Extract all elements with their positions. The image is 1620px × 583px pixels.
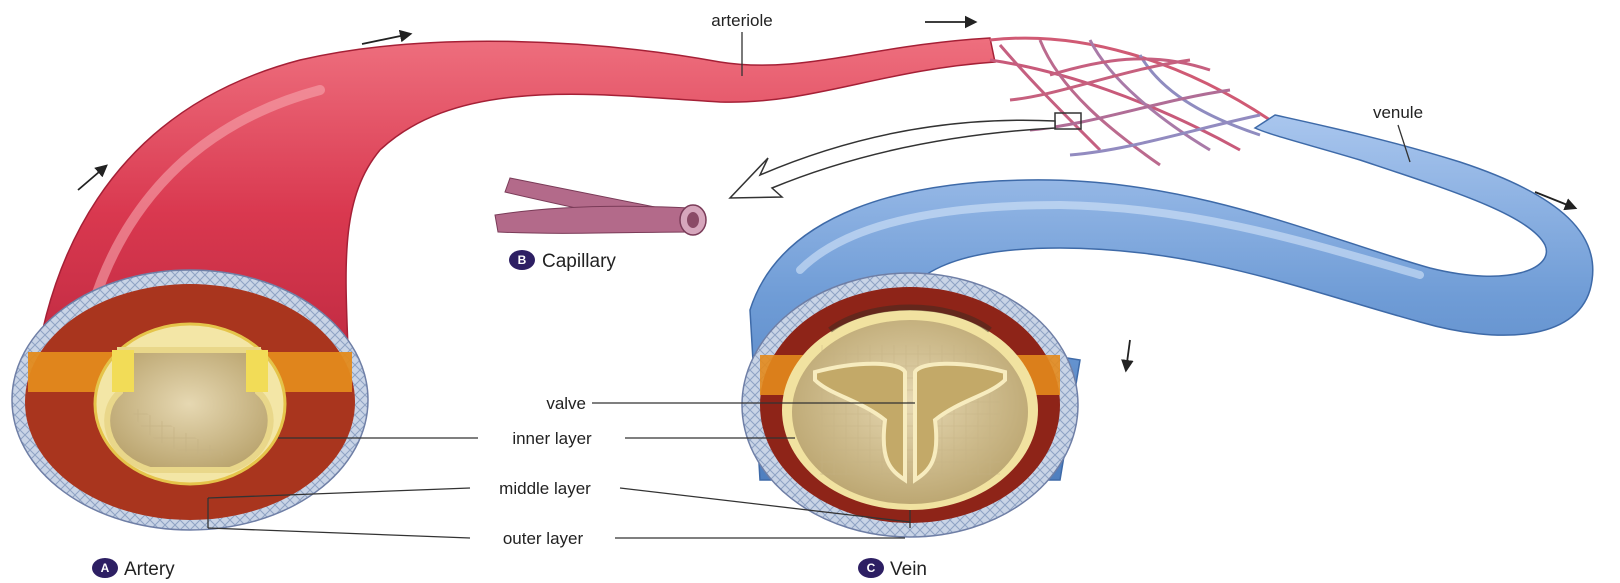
svg-text:B: B	[518, 253, 527, 267]
caption-artery-text: Artery	[124, 559, 175, 580]
label-inner-layer: inner layer	[512, 429, 592, 448]
artery-cross-section	[12, 270, 368, 530]
vein-cross-section	[742, 273, 1078, 537]
flow-arrow-icon	[1126, 340, 1130, 370]
label-valve: valve	[546, 394, 586, 413]
svg-text:C: C	[867, 561, 876, 575]
svg-text:A: A	[101, 561, 110, 575]
capillary-network	[990, 38, 1270, 165]
caption-capillary-text: Capillary	[542, 251, 616, 272]
flow-arrow-icon	[78, 166, 106, 190]
caption-capillary: B Capillary	[509, 250, 616, 272]
flow-arrow-icon	[362, 34, 410, 44]
caption-vein: C Vein	[858, 558, 927, 580]
label-outer-layer: outer layer	[503, 529, 584, 548]
label-arteriole: arteriole	[711, 11, 772, 30]
caption-artery: A Artery	[92, 558, 175, 580]
capillary-segment	[495, 178, 706, 235]
label-venule: venule	[1373, 103, 1423, 122]
caption-vein-text: Vein	[890, 559, 927, 580]
label-middle-layer: middle layer	[499, 479, 591, 498]
